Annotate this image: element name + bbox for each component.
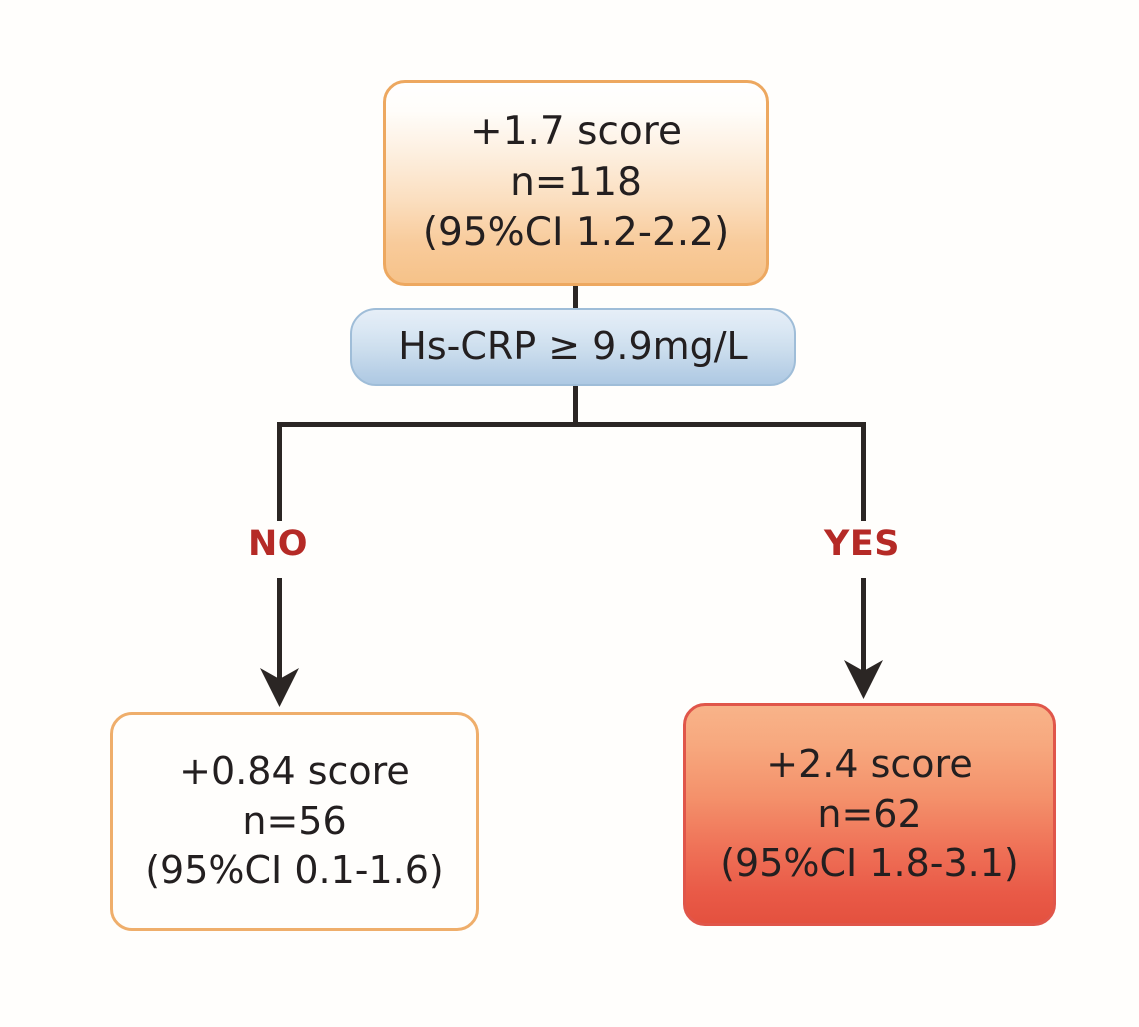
arrowhead-right	[844, 660, 883, 699]
root-confidence-interval: (95%CI 1.2-2.2)	[422, 210, 730, 256]
branch-label-no: NO	[248, 524, 309, 564]
node-leaf-no: +0.84 score n=56 (95%CI 0.1-1.6)	[110, 712, 479, 931]
node-leaf-yes: +2.4 score n=62 (95%CI 1.8-3.1)	[683, 703, 1056, 926]
node-decision-hscrp: Hs-CRP ≥ 9.9mg/L	[350, 308, 796, 386]
leaf-yes-confidence-interval: (95%CI 1.8-3.1)	[720, 841, 1019, 886]
leaf-no-confidence-interval: (95%CI 0.1-1.6)	[145, 848, 444, 893]
leaf-no-score-value: +0.84 score	[179, 749, 410, 794]
leaf-yes-sample-size: n=62	[817, 791, 922, 836]
decision-condition-text: Hs-CRP ≥ 9.9mg/L	[398, 324, 748, 369]
root-score-value: +1.7 score	[470, 108, 682, 154]
arrowhead-left	[260, 668, 299, 707]
leaf-no-sample-size: n=56	[242, 798, 347, 843]
leaf-yes-score-value: +2.4 score	[766, 742, 973, 787]
branch-label-yes: YES	[824, 524, 900, 564]
root-sample-size: n=118	[510, 159, 642, 205]
node-root-score: +1.7 score n=118 (95%CI 1.2-2.2)	[383, 80, 769, 286]
